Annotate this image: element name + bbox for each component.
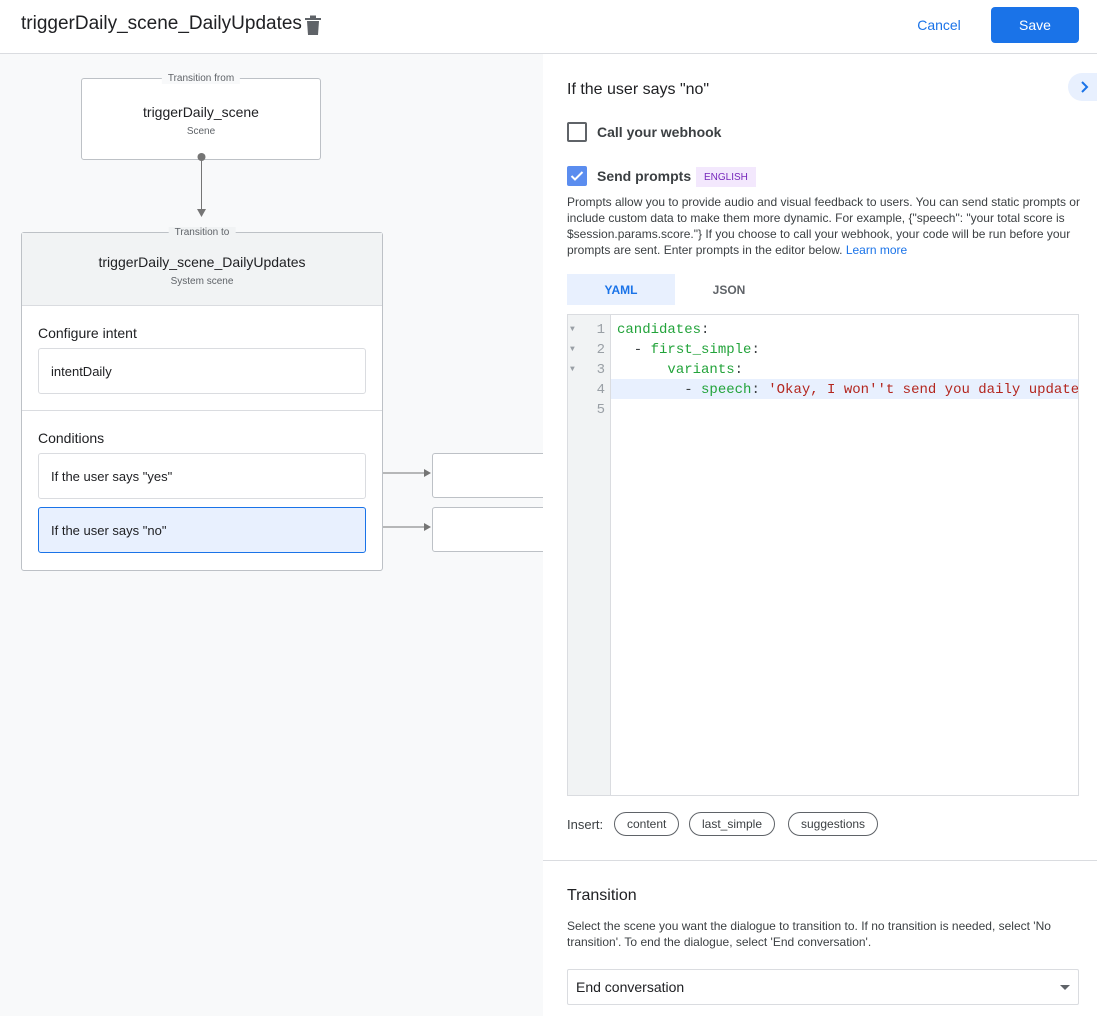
- dropdown-arrow-icon: [1060, 985, 1070, 990]
- insert-chip-last-simple[interactable]: last_simple: [689, 812, 776, 836]
- webhook-label: Call your webhook: [597, 124, 722, 140]
- check-icon: [570, 171, 584, 181]
- yaml-key: speech: [701, 382, 752, 398]
- conditions-label: Conditions: [38, 430, 105, 446]
- condition-yes[interactable]: If the user says "yes": [38, 453, 366, 499]
- transition-heading: Transition: [567, 887, 637, 904]
- code-line: 5: [568, 400, 1078, 420]
- from-scene-name: triggerDaily_scene: [143, 104, 259, 120]
- transition-to-legend: Transition to: [168, 227, 236, 238]
- line-number: 3: [596, 362, 605, 378]
- transition-select[interactable]: End conversation: [567, 969, 1079, 1005]
- active-line-highlight: [611, 379, 1078, 399]
- tab-yaml[interactable]: YAML: [567, 274, 675, 305]
- condition-panel: If the user says "no" Call your webhook …: [543, 54, 1097, 1016]
- tab-json[interactable]: JSON: [712, 282, 746, 297]
- header-bar: triggerDaily_scene_DailyUpdates Cancel S…: [0, 0, 1097, 54]
- condition-no[interactable]: If the user says "no": [38, 507, 366, 553]
- from-scene-type: Scene: [186, 126, 216, 137]
- divider: [22, 410, 382, 411]
- yaml-sep: :: [751, 342, 760, 358]
- page-title: triggerDaily_scene_DailyUpdates: [21, 13, 302, 34]
- yaml-sep: :: [734, 362, 744, 378]
- yaml-key: variants: [667, 362, 735, 378]
- prompts-label: Send prompts: [597, 168, 692, 184]
- code-line: ▼2 - first_simple:: [570, 342, 760, 358]
- arrow-down-icon: [197, 209, 206, 217]
- configure-intent-label: Configure intent: [38, 325, 137, 341]
- chevron-right-icon: [1081, 81, 1089, 93]
- code-line: 4 - speech: 'Okay, I won''t send you dai…: [568, 380, 1079, 400]
- line-number: 4: [596, 382, 605, 398]
- trash-icon[interactable]: [304, 15, 322, 35]
- transition-from-card[interactable]: Transition from triggerDaily_scene Scene: [81, 73, 321, 160]
- line-number: 1: [596, 322, 605, 338]
- description-text: Prompts allow you to provide audio and v…: [567, 195, 1080, 257]
- yaml-sep: :: [751, 382, 769, 398]
- divider: [543, 860, 1097, 861]
- language-badge: ENGLISH: [696, 167, 756, 187]
- code-indent: [617, 362, 667, 378]
- transition-select-value: End conversation: [576, 979, 685, 995]
- cancel-button[interactable]: Cancel: [917, 17, 961, 33]
- yes-target-card[interactable]: [432, 453, 543, 498]
- to-scene-type: System scene: [170, 276, 234, 287]
- insert-chip-content[interactable]: content: [614, 812, 680, 836]
- scene-header[interactable]: Transition to triggerDaily_scene_DailyUp…: [22, 227, 382, 306]
- transition-description: Select the scene you want the dialogue t…: [567, 919, 1051, 949]
- line-number: 5: [596, 402, 605, 418]
- scene-canvas: Transition from triggerDaily_scene Scene…: [0, 54, 543, 1016]
- no-target-card[interactable]: [432, 507, 543, 552]
- insert-label: Insert:: [567, 817, 604, 832]
- collapse-panel-button[interactable]: [1068, 73, 1097, 101]
- yaml-key: candidates: [617, 322, 702, 338]
- insert-chip-suggestions[interactable]: suggestions: [788, 812, 879, 836]
- code-indent: -: [617, 342, 651, 358]
- prompts-checkbox[interactable]: [567, 166, 587, 186]
- code-line: ▼3 variants:: [570, 362, 744, 378]
- yaml-string: 'Okay, I won''t send you daily update: [768, 382, 1079, 398]
- editor-gutter: [568, 315, 611, 795]
- save-button[interactable]: Save: [991, 7, 1079, 43]
- yaml-key: first_simple: [650, 342, 752, 358]
- learn-more-link[interactable]: Learn more: [845, 243, 908, 257]
- code-indent: -: [617, 382, 702, 398]
- prompts-description: Prompts allow you to provide audio and v…: [567, 194, 1082, 258]
- panel-title: If the user says "no": [567, 81, 710, 98]
- webhook-checkbox[interactable]: [567, 122, 587, 142]
- transition-to-card: Transition to triggerDaily_scene_DailyUp…: [21, 227, 383, 571]
- intent-field[interactable]: intentDaily: [38, 348, 366, 394]
- yaml-sep: :: [701, 322, 710, 338]
- to-scene-name: triggerDaily_scene_DailyUpdates: [98, 254, 306, 270]
- transition-from-legend: Transition from: [161, 73, 241, 84]
- line-number: 2: [596, 342, 605, 358]
